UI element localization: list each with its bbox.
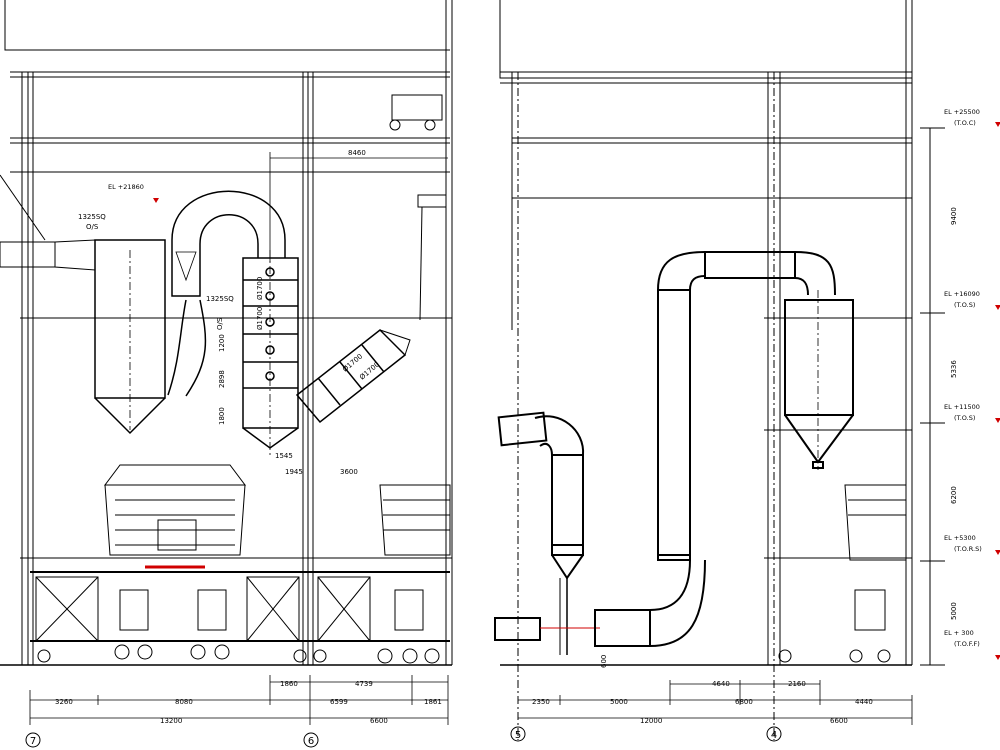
converter-vessel-left — [37, 464, 327, 663]
bottom-dim: 2160 — [788, 680, 806, 688]
vdim: 9400 — [950, 207, 958, 225]
mid-dim: 3600 — [340, 468, 358, 476]
elev-sublabel: (T.O.F.F) — [954, 640, 980, 648]
bottom-dim: 12000 — [640, 717, 662, 725]
bottom-dim: 4440 — [855, 698, 873, 706]
small-dim: 600 — [600, 655, 608, 668]
settling-chamber — [94, 239, 166, 435]
left-building-frame — [0, 0, 453, 666]
vessel-dim: 2898 — [218, 370, 226, 388]
bottom-dim: 6600 — [370, 717, 388, 725]
elev-label: EL +5300 — [944, 534, 976, 542]
right-sheet-labels: 4640 2160 2350 5000 6800 4440 12000 6600… — [532, 655, 873, 725]
bottom-dim: 2350 — [532, 698, 550, 706]
elevation-dimension-line — [920, 127, 945, 666]
right-bottom-dimension-lines — [518, 680, 913, 725]
vdim: 5336 — [950, 360, 958, 378]
grid-axis-5: 5 — [510, 726, 526, 742]
elev-label: EL +16090 — [944, 290, 980, 298]
pipe-dia: Ø1700 — [341, 352, 364, 373]
roof-crane-equipment — [389, 94, 447, 321]
right-converter-partial — [778, 484, 907, 663]
grid-axis-4: 4 — [766, 726, 782, 742]
svg-text:7: 7 — [30, 736, 36, 747]
duct-os: O/S — [216, 317, 224, 330]
elev-label: EL + 300 — [944, 629, 974, 637]
elevation-markers — [153, 122, 1000, 660]
mid-dim: 1945 — [285, 468, 303, 476]
elevation-labels: EL +25500 (T.O.C) EL +16090 (T.O.S) EL +… — [108, 108, 982, 648]
duct-os: O/S — [86, 223, 99, 231]
svg-text:5: 5 — [515, 730, 521, 741]
gooseneck-duct — [167, 190, 286, 397]
vertical-dimension-texts: 9400 5336 6200 5000 — [950, 207, 958, 620]
inlet-duct — [0, 174, 96, 271]
left-bottom-dimension-lines — [29, 675, 449, 725]
bottom-dim: 5000 — [610, 698, 628, 706]
pipe-dia: Ø1700 — [256, 277, 264, 300]
svg-text:4: 4 — [771, 730, 777, 741]
right-building-frame — [499, 0, 913, 740]
elev-sublabel: (T.O.C) — [954, 119, 976, 127]
bottom-dim: 1861 — [424, 698, 442, 706]
converter-vessel-right-partial — [377, 484, 451, 664]
elev-label: EL +11500 — [944, 403, 980, 411]
vessel-dim: 1545 — [275, 452, 293, 460]
right-cyclone — [784, 290, 854, 470]
top-dimension-8460 — [269, 152, 448, 262]
pipe-dia: Ø1700 — [256, 307, 264, 330]
vdim: 5000 — [950, 602, 958, 620]
vessel-dim: 1200 — [218, 334, 226, 352]
duct-size: 1325SQ — [206, 295, 234, 303]
bottom-dim: 8080 — [175, 698, 193, 706]
elev-label-left: EL +21860 — [108, 183, 144, 191]
grid-axis-7: 7 — [25, 732, 41, 748]
pipe-dia: Ø1700 — [358, 360, 381, 381]
bottom-dim: 1860 — [280, 680, 298, 688]
scrubber-tower — [242, 250, 299, 455]
duct-size: 1325SQ — [78, 213, 106, 221]
inclined-duct — [295, 328, 411, 424]
left-support-frame — [30, 571, 450, 642]
vessel-dim: 1800 — [218, 407, 226, 425]
bottom-dim: 3260 — [55, 698, 73, 706]
elev-sublabel: (T.O.R.S) — [954, 545, 982, 553]
bottom-dim: 6599 — [330, 698, 348, 706]
elev-sublabel: (T.O.S) — [954, 414, 975, 422]
bottom-dim: 6800 — [735, 698, 753, 706]
right-duct-system — [494, 251, 836, 655]
elev-sublabel: (T.O.S) — [954, 301, 975, 309]
elev-label: EL +25500 — [944, 108, 980, 116]
dim-8460: 8460 — [348, 149, 366, 157]
bottom-dim: 4739 — [355, 680, 373, 688]
bottom-dim: 4640 — [712, 680, 730, 688]
svg-text:6: 6 — [308, 736, 314, 747]
bottom-dim: 13200 — [160, 717, 182, 725]
bottom-dim: 6600 — [830, 717, 848, 725]
grid-axis-6: 6 — [303, 732, 319, 748]
vdim: 6200 — [950, 486, 958, 504]
